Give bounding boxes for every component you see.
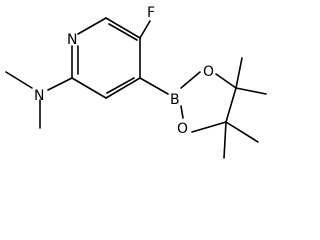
- dioxaborolane-ring: [180, 71, 237, 133]
- bond-c4-c3-double: [106, 77, 135, 94]
- bond-c4-b: [139, 77, 169, 95]
- bond-c6-c5-double: [108, 23, 138, 41]
- bond-c3-c2: [71, 77, 107, 99]
- bond-c-c: [225, 87, 237, 123]
- bond-c4-c3: [105, 77, 141, 99]
- bond-c6-c5: [105, 17, 141, 39]
- pyridine-ring: [71, 17, 141, 99]
- bond-o-bottom-c: [191, 121, 227, 133]
- oxygen-top-label: O: [203, 64, 214, 80]
- molecule-structure: N F N B O O: [5, 5, 267, 159]
- bond-n1-c6: [77, 17, 107, 35]
- bond-methyl-lower-right: [225, 121, 259, 143]
- bond-b-o-bottom: [180, 105, 184, 119]
- bond-c2-nme2: [47, 77, 73, 91]
- fluorine-label: F: [147, 5, 155, 21]
- bond-c5-f: [139, 20, 151, 39]
- bond-n-methyl-left: [5, 71, 33, 89]
- oxygen-bottom-label: O: [177, 121, 188, 137]
- bond-methyl-lower-down: [223, 121, 227, 159]
- ring-nitrogen-label: N: [67, 32, 77, 48]
- amine-nitrogen-label: N: [34, 88, 44, 104]
- boron-label: B: [170, 92, 180, 108]
- bond-b-o-top: [180, 71, 201, 89]
- bond-methyl-upper-up: [235, 57, 243, 89]
- bond-methyl-upper-right: [235, 87, 267, 95]
- bond-o-top-c: [215, 73, 237, 89]
